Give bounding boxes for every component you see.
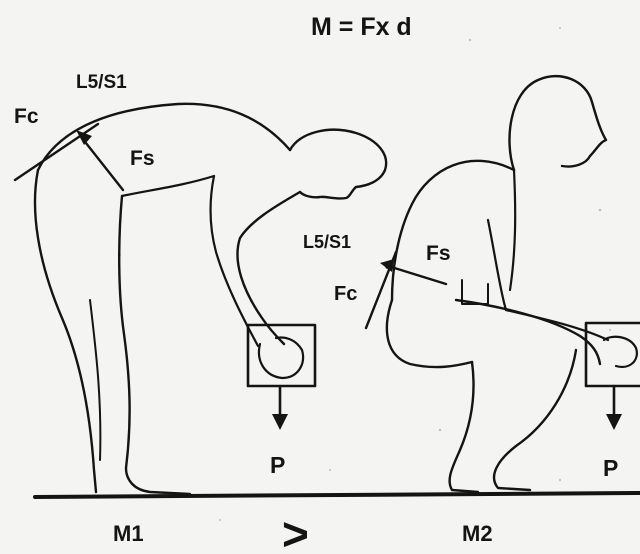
left-load-arrowhead — [272, 414, 288, 430]
right-joint-label: L5/S1 — [303, 232, 351, 252]
right-thigh — [456, 300, 600, 364]
ground-line — [35, 493, 640, 497]
right-compression-label: Fc — [334, 283, 357, 305]
moment-m1-label: M1 — [113, 521, 144, 546]
left-shear-label: Fs — [130, 147, 155, 170]
right-upper-arm — [488, 220, 506, 310]
left-head — [290, 130, 386, 199]
left-load-label: P — [270, 452, 285, 478]
moment-formula: M = Fx d — [311, 13, 412, 41]
right-shear-label: Fs — [426, 242, 451, 265]
left-compression-label: Fc — [14, 105, 39, 128]
stoop-lift-figure — [15, 104, 386, 494]
right-back-leg — [450, 362, 478, 492]
scan-speckle — [119, 27, 611, 521]
right-fs-arrow — [388, 266, 446, 284]
right-buttock — [387, 300, 472, 367]
left-back-contour — [38, 104, 290, 170]
comparison-greater-than: > — [282, 508, 309, 554]
right-head — [509, 76, 606, 170]
squat-lift-figure — [366, 76, 640, 492]
right-front-torso — [510, 170, 515, 290]
left-arm-lower — [211, 176, 259, 346]
moment-m2-label: M2 — [462, 521, 493, 546]
left-fc-line — [15, 124, 98, 180]
right-front-leg — [494, 350, 576, 490]
right-joint-marker — [385, 263, 391, 269]
right-load-arrowhead — [606, 414, 622, 430]
left-front-leg — [119, 196, 190, 494]
left-belly — [122, 176, 214, 196]
left-fs-arrow — [82, 138, 123, 190]
right-load-box — [586, 323, 640, 386]
left-buttock — [35, 170, 96, 492]
right-hand — [604, 337, 637, 367]
left-joint-marker — [81, 133, 87, 139]
right-back — [392, 161, 514, 300]
left-hand — [259, 338, 303, 379]
left-arm-upper — [237, 192, 300, 344]
left-joint-label: L5/S1 — [76, 72, 127, 93]
right-load-label: P — [603, 455, 618, 481]
